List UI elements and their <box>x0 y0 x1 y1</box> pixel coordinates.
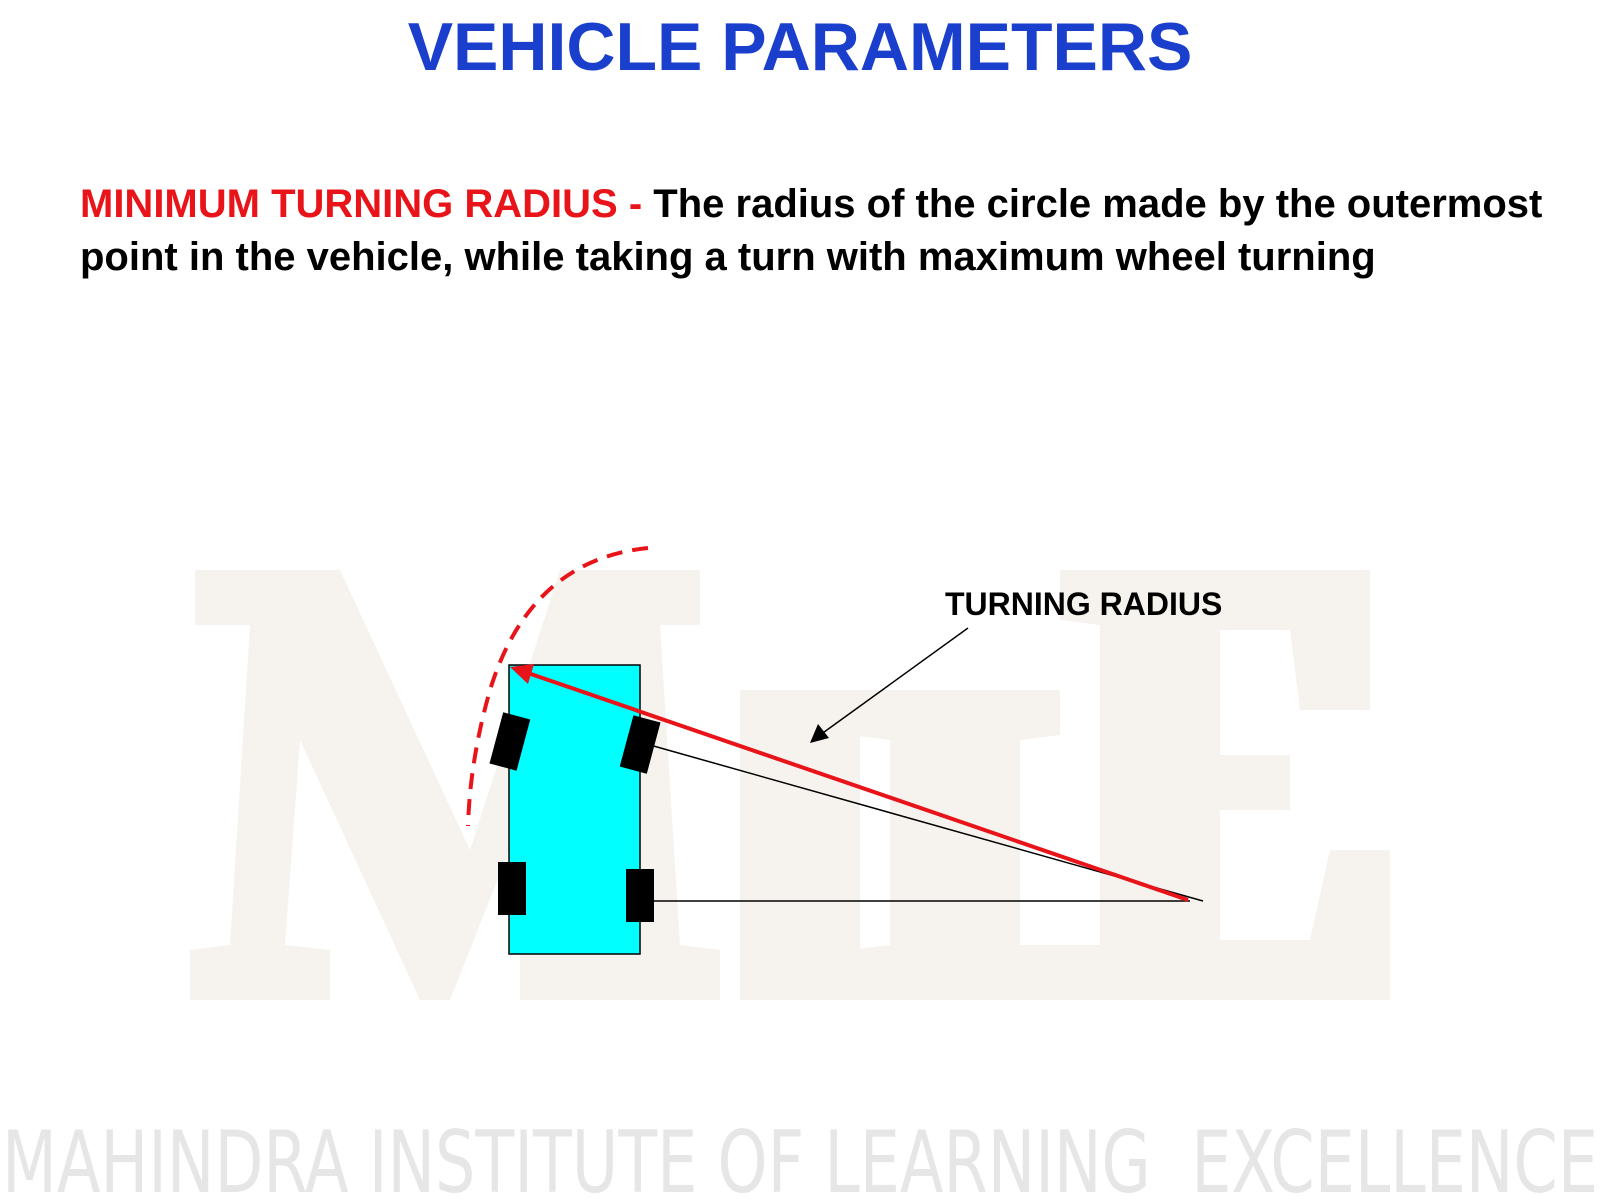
front-left-wheel <box>489 712 531 771</box>
turning-radius-diagram <box>190 546 1390 1000</box>
radius-arrowhead-icon <box>510 664 534 684</box>
turning-radius-label: TURNING RADIUS <box>945 586 1223 622</box>
definition-text: MINIMUM TURNING RADIUS - The radius of t… <box>80 178 1560 284</box>
footer-institute-name: MAHINDRA INSTITUTE OF LEARNING EXCELLENC… <box>2 1113 1598 1199</box>
footer: MAHINDRA INSTITUTE OF LEARNING EXCELLENC… <box>2 1113 1598 1199</box>
turning-arc-dashed <box>466 546 649 827</box>
definition-body: The radius of the circle made by the out… <box>80 182 1543 279</box>
definition-term: MINIMUM TURNING RADIUS - <box>80 182 643 226</box>
rear-right-wheel <box>626 869 654 922</box>
slide-title: VEHICLE PARAMETERS <box>407 9 1193 85</box>
rear-left-wheel <box>498 862 526 915</box>
front-right-wheel <box>619 715 661 774</box>
turning-radius-line <box>524 670 1189 902</box>
vehicle-body <box>508 664 641 955</box>
watermark-letter-i <box>740 690 860 1000</box>
label-pointer-line <box>819 627 969 736</box>
watermark-letter-e <box>1060 570 1390 1000</box>
watermark-letter-l <box>850 690 1100 1000</box>
pointer-arrowhead-icon <box>810 724 829 743</box>
